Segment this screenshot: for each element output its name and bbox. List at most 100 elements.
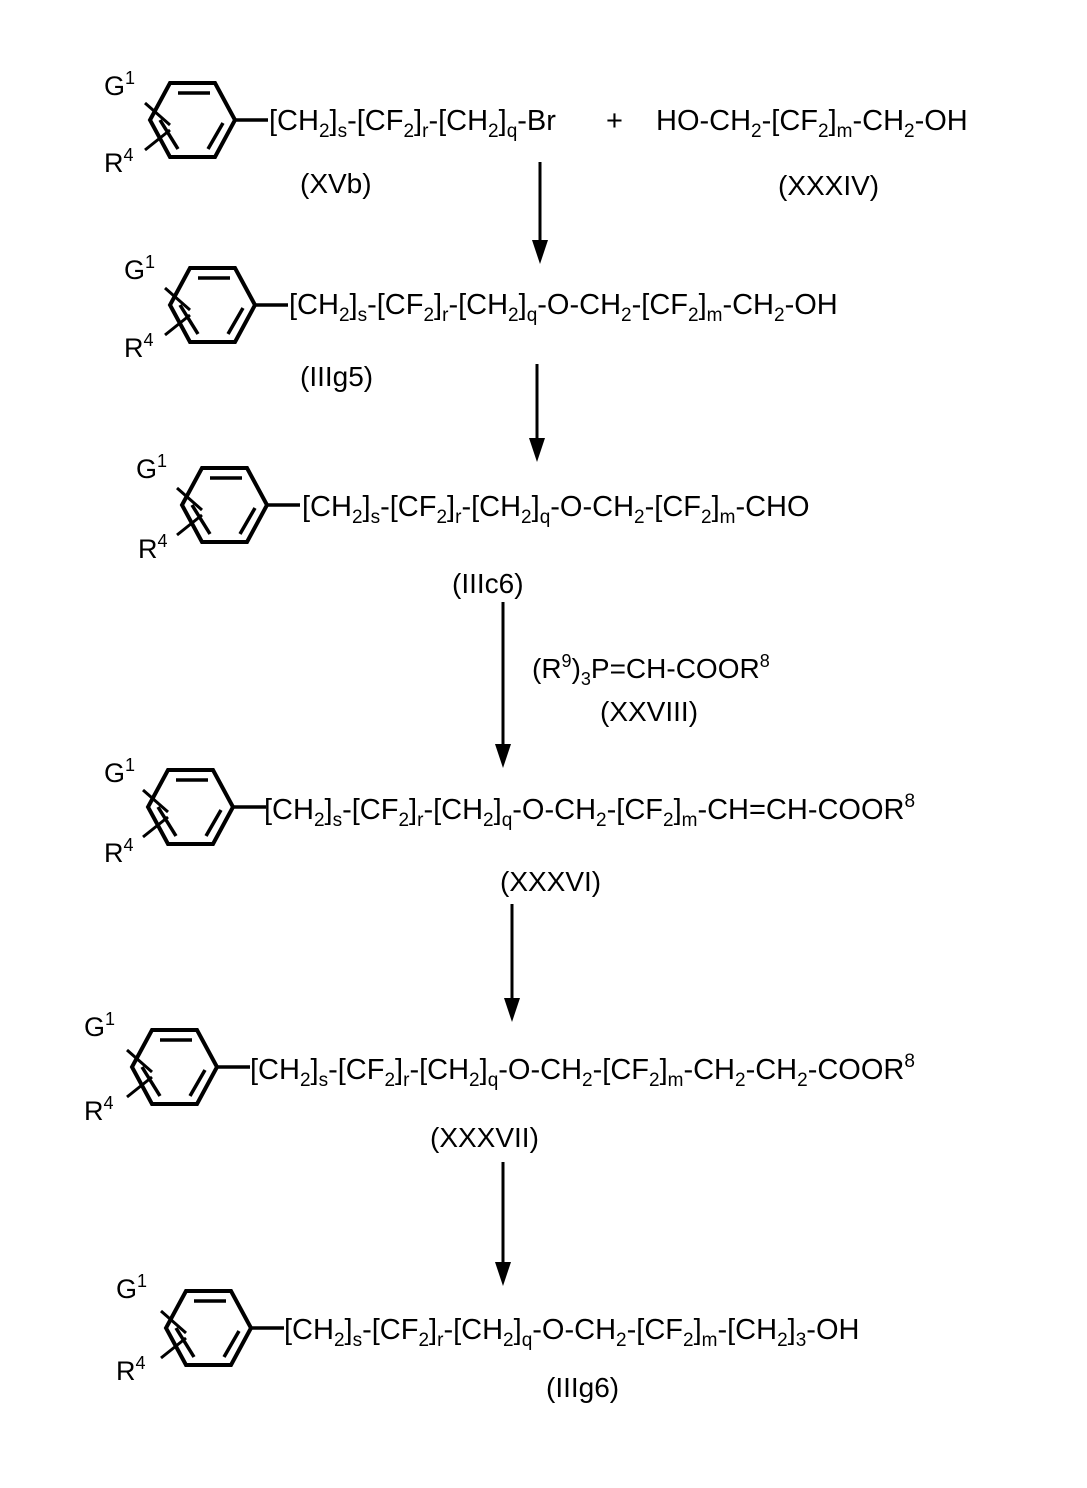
reaction-arrow-3: [488, 600, 518, 780]
formula-subscript: 2: [469, 1070, 480, 1091]
formula-text: ]: [499, 105, 507, 137]
formula-text: ]: [514, 1314, 522, 1346]
formula-text: ]: [712, 491, 720, 523]
formula-superscript: 8: [904, 791, 915, 812]
formula-subscript: 2: [774, 305, 785, 326]
formula-subscript: q: [527, 305, 538, 326]
formula-subscript: 2: [352, 507, 363, 528]
formula-text: ]: [480, 1054, 488, 1086]
formula-text: -[CH: [409, 1054, 469, 1086]
formula-subscript: m: [720, 507, 736, 528]
substituent-g1: G1: [104, 760, 135, 787]
substituent-r4: R4: [104, 840, 134, 867]
formula-text: -[CF: [380, 491, 436, 523]
formula-subscript: 2: [384, 1070, 395, 1091]
formula-text: -O-CH: [537, 289, 621, 321]
formula-text: ]: [429, 1314, 437, 1346]
formula-text: ]: [829, 105, 837, 137]
formula-text: -[CH: [448, 289, 508, 321]
formula-superscript: 8: [904, 1051, 915, 1072]
formula-subscript: 2: [683, 1330, 694, 1351]
formula-text: -OH: [915, 105, 968, 137]
formula-text: [CH: [284, 1314, 334, 1346]
formula-text: [CH: [250, 1054, 300, 1086]
formula-text: -[CF: [607, 794, 663, 826]
formula-subscript: 2: [688, 305, 699, 326]
formula-xxxvi: [CH2]s-[CF2]r-[CH2]q-O-CH2-[CF2]m-CH=CH-…: [264, 796, 915, 825]
formula-subscript: 2: [634, 507, 645, 528]
compound-label-iiig5: (IIIg5): [300, 363, 373, 391]
formula-subscript: 2: [818, 121, 829, 142]
formula-text: ]: [660, 1054, 668, 1086]
formula-xxxiv: HO-CH2-[CF2]m-CH2-OH: [656, 107, 968, 136]
formula-text: -[CH: [717, 1314, 777, 1346]
formula-subscript: r: [442, 305, 448, 326]
compound-label-xxxvi: (XXXVI): [500, 868, 601, 896]
formula-text: [CH: [264, 794, 314, 826]
formula-text: -[CF: [347, 105, 403, 137]
formula-text: -CH=CH-COOR: [697, 794, 904, 826]
compound-label-xxxiv: (XXXIV): [778, 172, 879, 200]
formula-subscript: s: [333, 810, 343, 831]
formula-subscript: r: [437, 1330, 443, 1351]
formula-subscript: m: [668, 1070, 684, 1091]
substituent-g1: G1: [136, 456, 167, 483]
formula-text: ]: [519, 289, 527, 321]
formula-text: ]: [788, 1314, 796, 1346]
formula-text: -[CF: [328, 1054, 384, 1086]
formula-subscript: r: [422, 121, 428, 142]
formula-text: ]: [674, 794, 682, 826]
formula-text: ]: [532, 491, 540, 523]
formula-text: ]: [434, 289, 442, 321]
formula-text: -Br: [517, 105, 556, 137]
formula-text: -[CF: [762, 105, 818, 137]
formula-text: -CH: [746, 1054, 798, 1086]
formula-subscript: 2: [649, 1070, 660, 1091]
formula-subscript: r: [455, 507, 461, 528]
compound-label-xvb: (XVb): [300, 170, 372, 198]
formula-subscript: s: [371, 507, 381, 528]
formula-text: ]: [699, 289, 707, 321]
formula-text: -[CH: [443, 1314, 503, 1346]
formula-subscript: 2: [436, 507, 447, 528]
benzene-ring-icon: [112, 1022, 262, 1122]
formula-subscript: 2: [521, 507, 532, 528]
reagent-wittig: (R9)3P=CH-COOR8: [532, 655, 770, 683]
substituent-g1: G1: [116, 1276, 147, 1303]
formula-text: ]: [414, 105, 422, 137]
substituent-r4: R4: [138, 536, 168, 563]
benzene-ring-icon: [128, 762, 278, 862]
benzene-ring-icon: [150, 260, 300, 360]
reaction-arrow-5: [488, 1160, 518, 1300]
formula-subscript: 2: [777, 1330, 788, 1351]
reaction-arrow-4: [497, 902, 527, 1032]
formula-subscript: 2: [314, 810, 325, 831]
formula-text: -O-CH: [532, 1314, 616, 1346]
substituent-r4: R4: [84, 1098, 114, 1125]
formula-subscript: 2: [398, 810, 409, 831]
formula-xvb: [CH2]s-[CF2]r-[CH2]q-Br: [269, 107, 556, 136]
formula-text: HO-CH: [656, 105, 751, 137]
formula-text: -[CF: [367, 289, 423, 321]
formula-text: -[CF: [632, 289, 688, 321]
formula-xxxvii: [CH2]s-[CF2]r-[CH2]q-O-CH2-[CF2]m-CH2-CH…: [250, 1056, 915, 1085]
benzene-ring-icon: [162, 460, 312, 560]
formula-text: -[CF: [593, 1054, 649, 1086]
formula-text: ]: [409, 794, 417, 826]
formula-text: ]: [311, 1054, 319, 1086]
formula-subscript: 2: [339, 305, 350, 326]
compound-label-xxviii: (XXVIII): [600, 698, 698, 726]
formula-subscript: m: [682, 810, 698, 831]
formula-subscript: 2: [596, 810, 607, 831]
substituent-g1: G1: [124, 257, 155, 284]
formula-subscript: m: [837, 121, 853, 142]
formula-subscript: 2: [751, 121, 762, 142]
formula-subscript: 2: [508, 305, 519, 326]
formula-text: ]: [494, 794, 502, 826]
formula-text: ]: [694, 1314, 702, 1346]
substituent-r4: R4: [124, 335, 154, 362]
formula-iiic6: [CH2]s-[CF2]r-[CH2]q-O-CH2-[CF2]m-CHO: [302, 493, 810, 522]
formula-text: ]: [363, 491, 371, 523]
formula-text: -[CF: [627, 1314, 683, 1346]
benzene-ring-icon: [130, 75, 280, 175]
